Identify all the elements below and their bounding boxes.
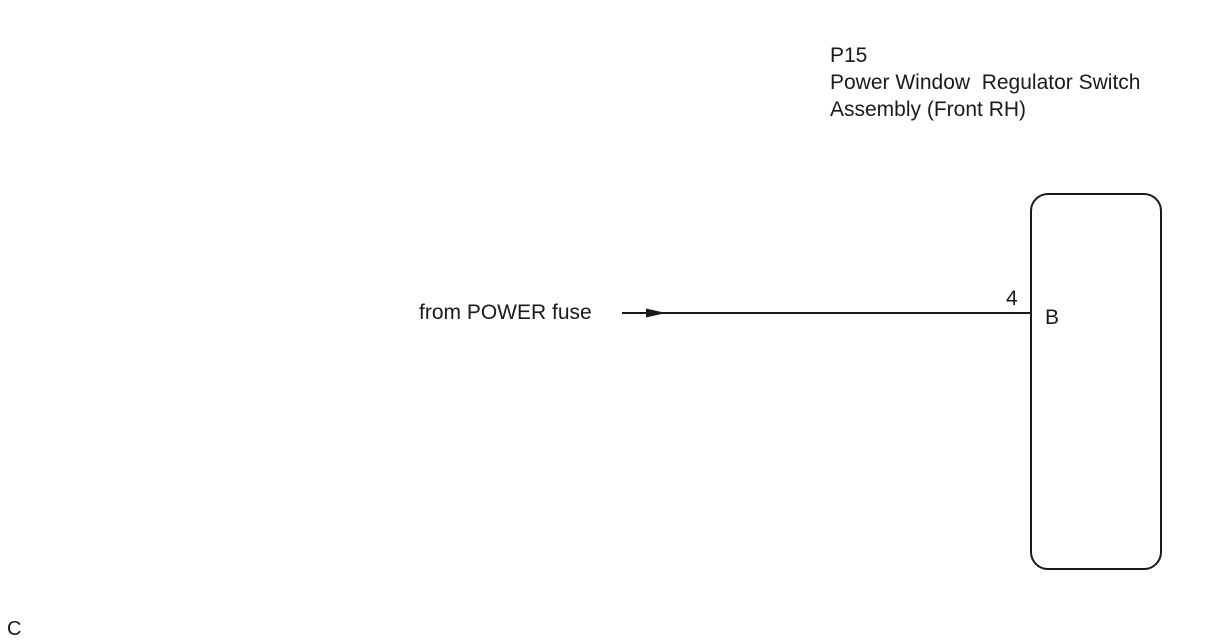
pin-number-label: 4 (1006, 287, 1018, 310)
terminal-name-label: B (1045, 306, 1060, 329)
wire-source-label: from POWER fuse (419, 301, 592, 324)
corner-label: C (7, 618, 22, 640)
component-title-block: P15 Power Window Regulator Switch Assemb… (830, 42, 1140, 123)
component-name-line-1: Power Window Regulator Switch (830, 71, 1141, 94)
arrow-right-icon (646, 308, 666, 318)
component-name-line-2: Assembly (Front RH) (830, 98, 1027, 121)
connector-box (1030, 193, 1162, 570)
component-code: P15 (830, 44, 868, 67)
